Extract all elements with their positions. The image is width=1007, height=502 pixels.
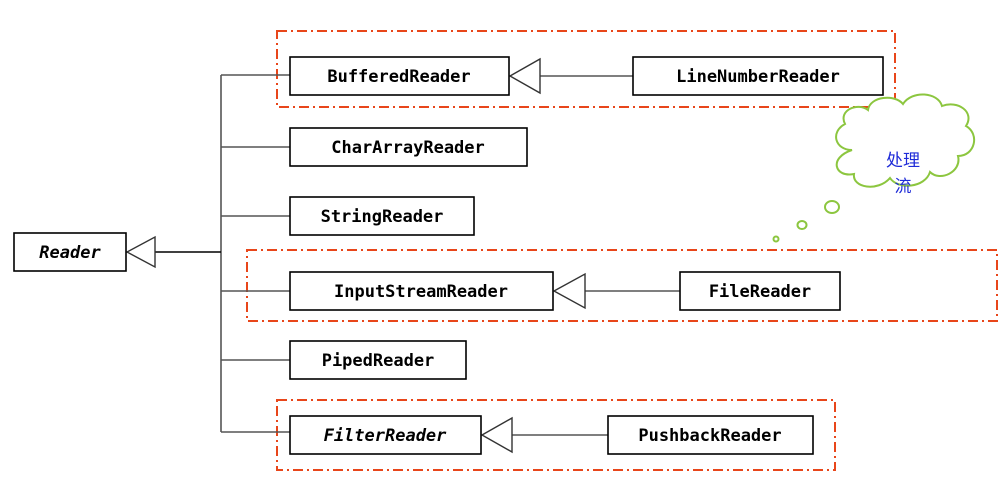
- class-label-bufferedreader: BufferedReader: [327, 67, 470, 87]
- class-box-reader: [13, 232, 127, 272]
- highlight-frame-buffered: [276, 30, 896, 108]
- inheritance-arrow-inputstreamreader: [552, 272, 586, 310]
- class-box-pushbackreader: [607, 415, 814, 455]
- class-label-stringreader: StringReader: [321, 207, 444, 227]
- highlight-frame-filter: [276, 399, 836, 471]
- class-label-pipedreader: PipedReader: [322, 351, 435, 371]
- inheritance-arrow-bufferedreader: [508, 57, 541, 95]
- inheritance-arrow-filterreader: [480, 416, 513, 454]
- class-label-filterreader: FilterReader: [324, 426, 448, 446]
- class-box-filterreader: [289, 415, 482, 455]
- highlight-frame-inputstream: [246, 249, 998, 322]
- thought-bubble-medium: [796, 220, 808, 230]
- class-box-filereader: [679, 271, 841, 311]
- class-box-chararrayreader: [289, 127, 528, 167]
- callout-text-line2: 流: [895, 177, 912, 197]
- class-label-pushbackreader: PushbackReader: [638, 426, 781, 446]
- class-label-filereader: FileReader: [709, 282, 811, 302]
- class-box-bufferedreader: [289, 56, 510, 96]
- class-label-reader: Reader: [39, 243, 101, 263]
- class-box-stringreader: [289, 196, 475, 236]
- cloud-shape: [835, 93, 976, 188]
- thought-bubble-small: [772, 235, 780, 243]
- class-box-pipedreader: [289, 340, 467, 380]
- thought-bubble-large: [824, 200, 840, 214]
- class-label-chararrayreader: CharArrayReader: [331, 138, 485, 158]
- class-box-inputstreamreader: [289, 271, 554, 311]
- thought-cloud-callout: 处理 流: [772, 93, 976, 243]
- class-label-linenumberreader: LineNumberReader: [676, 67, 840, 87]
- class-label-inputstreamreader: InputStreamReader: [334, 282, 508, 302]
- inheritance-arrow-reader: [125, 235, 156, 269]
- class-box-linenumberreader: [632, 56, 884, 96]
- callout-text-line1: 处理: [886, 151, 920, 171]
